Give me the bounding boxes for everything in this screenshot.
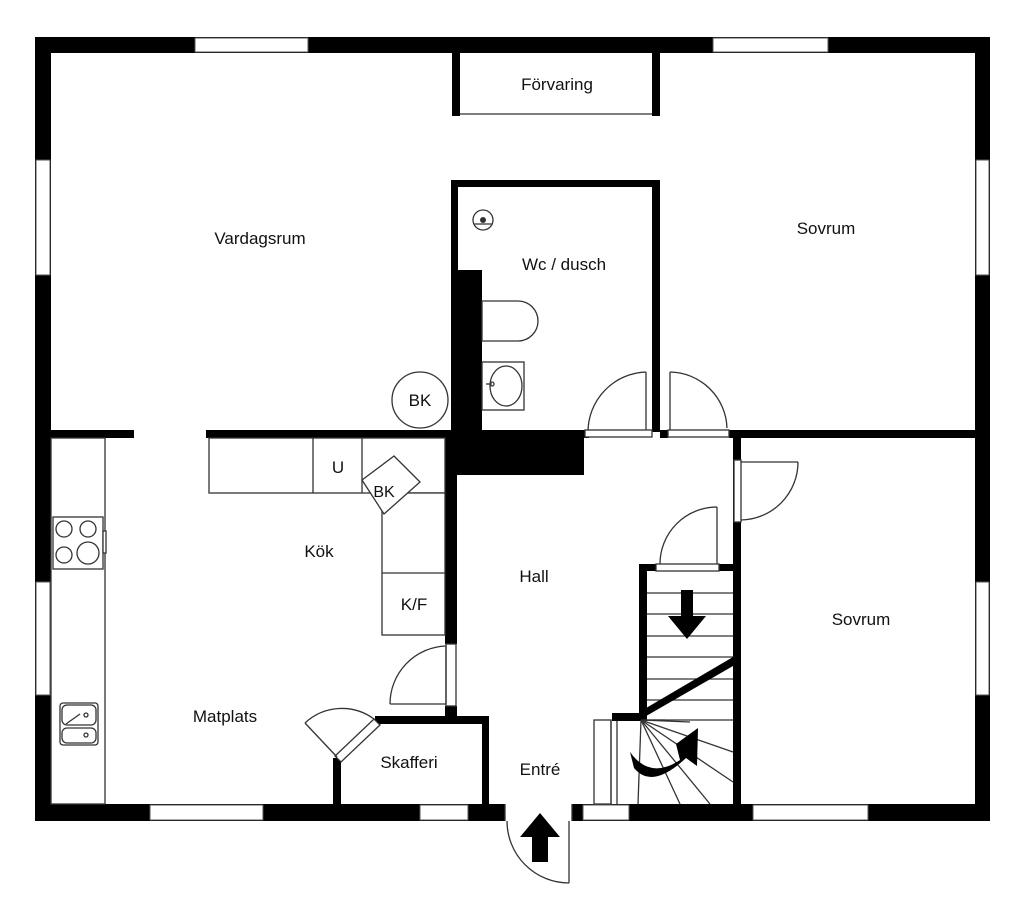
doors [304, 371, 799, 763]
fixture-label-u: U [332, 458, 344, 477]
bk-round-fixture [391, 371, 449, 429]
room-label-forvaring: Förvaring [521, 75, 593, 94]
outer-walls [35, 37, 990, 821]
fixture-label-bk-round: BK [409, 391, 432, 410]
entrance-arrow-icon [520, 813, 560, 862]
bathroom-fixtures [472, 209, 539, 411]
stair-up-curved-arrow-icon [630, 728, 698, 777]
sink-icon [59, 702, 99, 746]
room-label-sovrum-bottom: Sovrum [832, 610, 891, 629]
fixture-label-kf: K/F [401, 595, 427, 614]
washbasin-icon [481, 361, 525, 411]
room-label-kok: Kök [304, 542, 334, 561]
fixture-label-bk-diamond: BK [373, 484, 395, 501]
room-label-vardagsrum: Vardagsrum [214, 229, 305, 248]
entrance-door [504, 804, 573, 884]
windows [35, 37, 990, 821]
room-label-skafferi: Skafferi [380, 753, 437, 772]
room-label-sovrum-top: Sovrum [797, 219, 856, 238]
kitchen-fixtures [50, 437, 446, 805]
room-label-entre: Entré [520, 760, 561, 779]
shower-icon [472, 209, 494, 231]
interior-walls [51, 53, 975, 804]
fixture-labels: BK U BK K/F [332, 391, 432, 614]
room-label-wc: Wc / dusch [522, 255, 606, 274]
stairs [593, 590, 734, 805]
stove-icon [52, 516, 107, 570]
room-label-hall: Hall [519, 567, 548, 586]
room-labels: Förvaring Vardagsrum Wc / dusch Sovrum K… [193, 75, 890, 779]
stair-down-arrow-icon [668, 590, 706, 639]
room-label-matplats: Matplats [193, 707, 257, 726]
toilet-icon [481, 300, 539, 342]
